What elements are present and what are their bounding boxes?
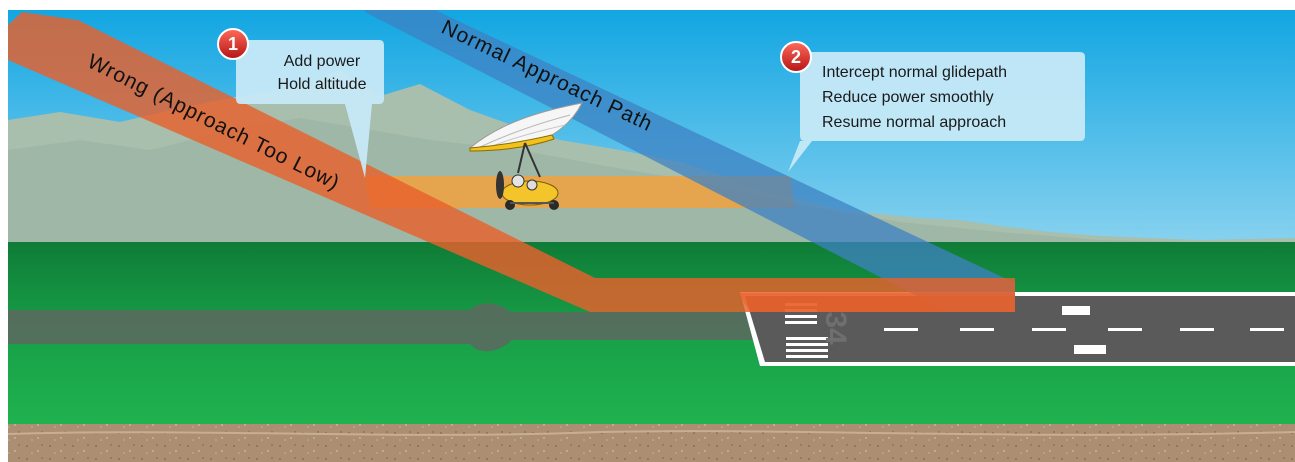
step-number-1: 1 [228, 34, 238, 54]
step-badge-1 [217, 28, 249, 60]
runway-number: 34 [819, 311, 852, 345]
soil-strip [8, 424, 1295, 462]
touchdown-markers [1062, 306, 1106, 354]
runway-approach-zone [738, 293, 1015, 312]
step-number-2: 2 [791, 47, 801, 67]
normal-approach-path [365, 10, 1015, 312]
callout-1-line-1: Add power [284, 53, 361, 70]
step-badge-2 [780, 41, 812, 73]
wrong-approach-path [8, 12, 1015, 312]
callout-2: 2 Intercept normal glidepath Reduce powe… [780, 41, 1085, 172]
soil-highlight [7, 430, 1295, 436]
callout-1: 1 Add power Hold altitude [217, 28, 384, 178]
centerline-dashes [884, 328, 1284, 331]
callout-2-line-3: Resume normal approach [822, 114, 1006, 131]
callout-2-line-2: Reduce power smoothly [822, 89, 994, 106]
callout-1-line-2: Hold altitude [278, 76, 367, 93]
callout-2-line-1: Intercept normal glidepath [822, 64, 1007, 81]
weight-shift-trike-icon [468, 102, 583, 210]
level-flight-segment [365, 176, 795, 208]
ground-shadow [8, 303, 760, 352]
